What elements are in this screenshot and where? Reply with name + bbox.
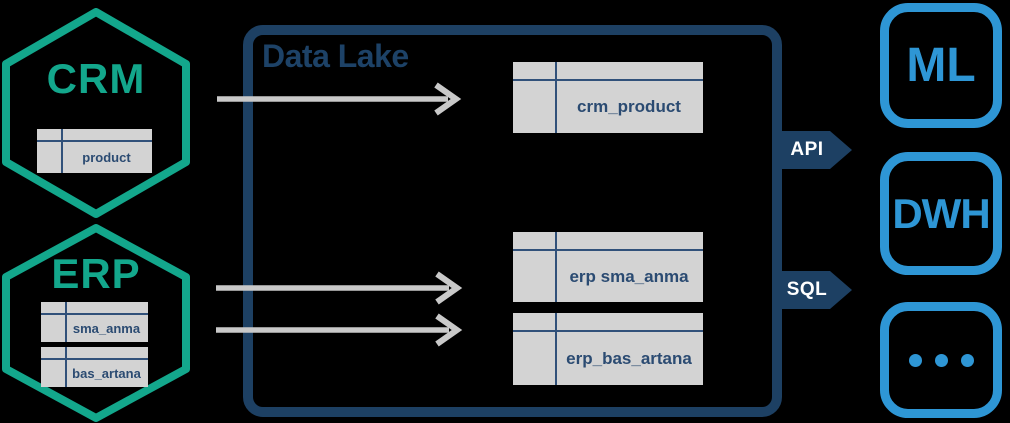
consumer-box-ml: ML [880,3,1002,128]
table-name-label: erp sma_anma [569,266,689,286]
lake-table-erp-bas-artana: erp_bas_artana [513,313,703,385]
erp-hexagon-outline [2,224,190,422]
consumer-label-dwh: DWH [892,189,990,237]
table-column-line [65,302,67,342]
data-lake-title: Data Lake [262,38,409,74]
api-tag: API [778,131,852,169]
table-name-label: crm_product [577,97,681,116]
erp-table-sma-anma: sma_anma [41,302,148,342]
sql-tag: SQL [778,271,852,309]
ellipsis-dot [908,353,922,367]
api-tag-label: API [790,139,824,160]
tag-arrow-shape [778,271,852,309]
sql-tag-label: SQL [786,279,828,300]
data-lake-container [243,25,782,417]
arrow-crm-to-lake [217,82,462,116]
consumer-box-more [880,302,1002,418]
crm-hexagon-outline [2,8,190,218]
ellipsis-icon [908,353,974,367]
consumer-label-ml: ML [906,39,976,92]
table-column-line [555,232,557,302]
table-name-label: product [82,150,131,165]
source-label-erp: ERP [51,250,141,297]
table-name-label: sma_anma [72,321,141,336]
table-column-line [555,313,557,385]
table-column-line [555,62,557,133]
tag-arrow-shape [778,131,852,169]
table-name-label: bas_artana [72,366,141,381]
table-header-line [513,330,703,332]
table-header-line [41,358,148,360]
arrow-erp-to-lake-1 [216,271,463,305]
consumer-box-dwh: DWH [880,152,1002,275]
source-label-crm: CRM [46,55,146,102]
table-header-line [513,79,703,81]
lake-table-erp-sma-anma: erp sma_anma [513,232,703,302]
crm-table-product: product [37,129,152,173]
lake-table-crm-product: crm_product [513,62,703,133]
arrow-erp-to-lake-2 [216,313,463,347]
table-header-line [513,249,703,251]
ellipsis-dot [960,353,974,367]
table-name-label: erp_bas_artana [566,348,692,368]
erp-table-bas-artana: bas_artana [41,347,148,387]
table-header-line [37,140,152,142]
table-header-line [41,313,148,315]
table-column-line [65,347,67,387]
table-column-line [61,129,63,173]
ellipsis-dot [934,353,948,367]
